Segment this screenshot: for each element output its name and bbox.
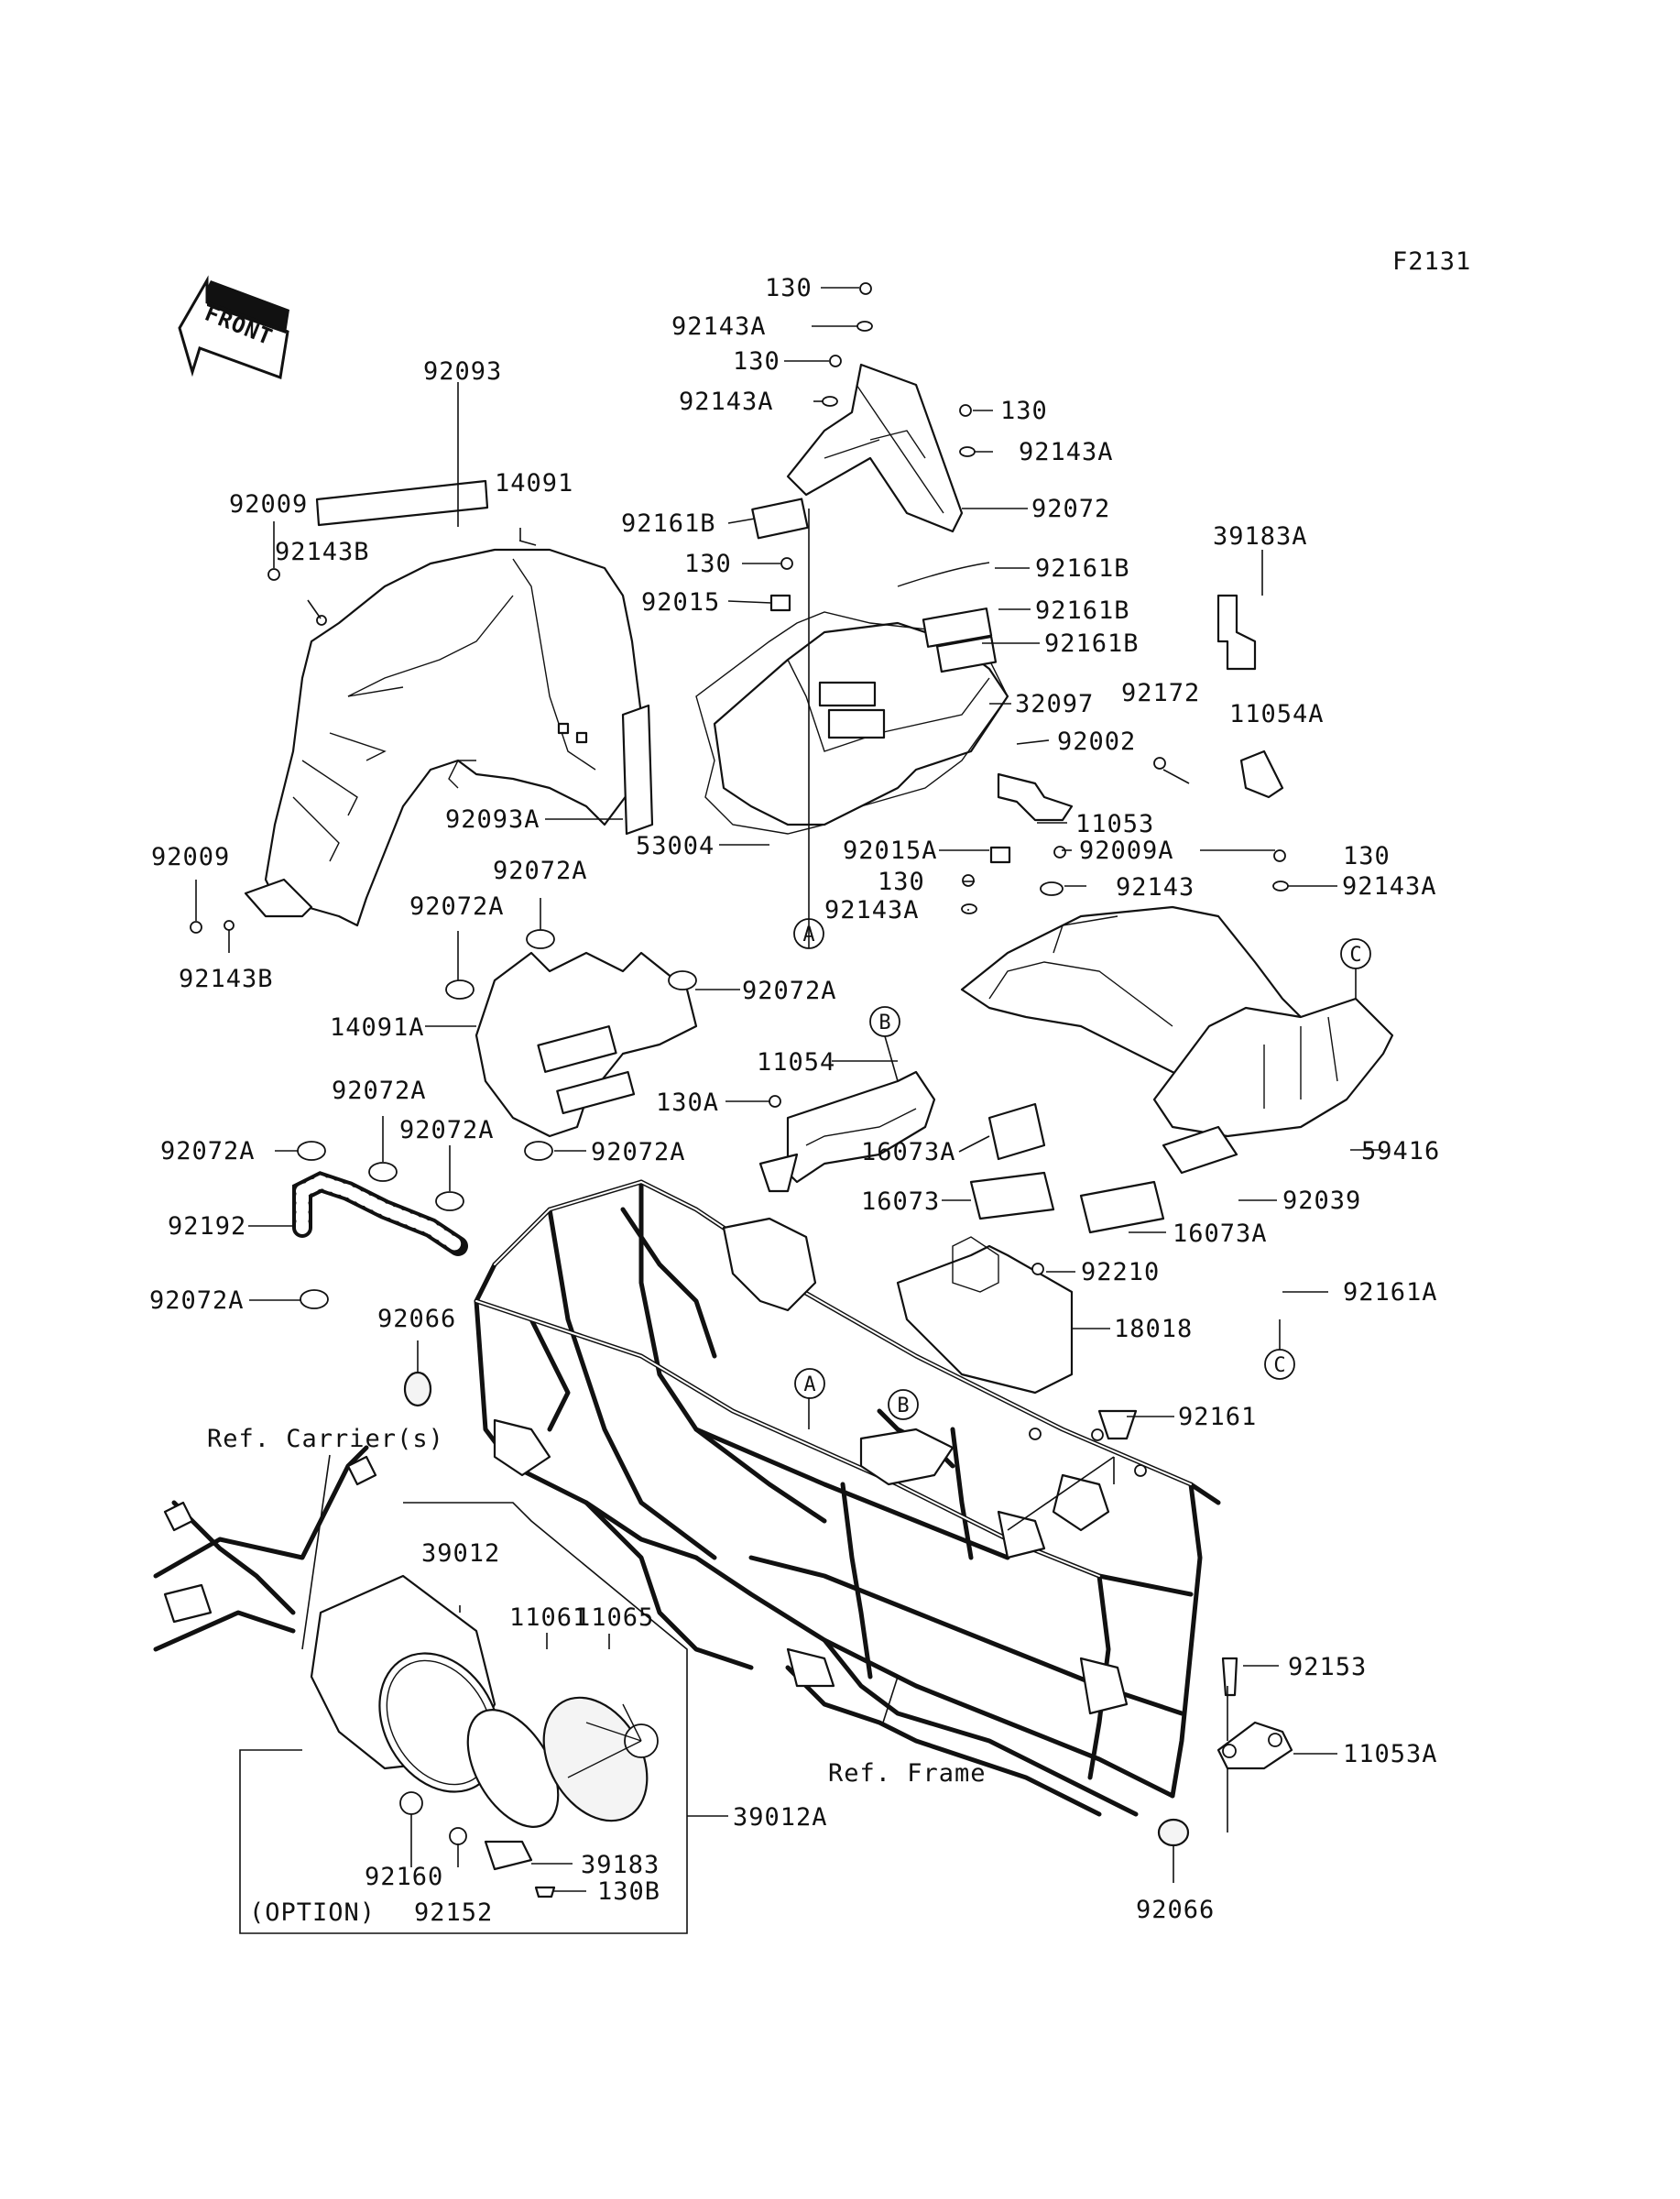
part-label: 92066 — [377, 1305, 456, 1333]
part-label: 92002 — [1057, 728, 1136, 756]
part-label: 92015A — [843, 837, 938, 865]
part-label: 39012A — [733, 1803, 828, 1832]
part-label: 92161B — [1044, 629, 1140, 658]
part-label: 130B — [597, 1877, 660, 1906]
skid-plate — [896, 1236, 1074, 1395]
part-label: 16073A — [861, 1138, 956, 1166]
clamp-bracket — [758, 1070, 936, 1193]
part-label: 92143A — [1019, 438, 1114, 466]
figure-code: F2131 — [1392, 247, 1471, 276]
part-label: 92093 — [423, 357, 502, 386]
option-note: (OPTION) — [249, 1898, 376, 1927]
part-label: 92015 — [641, 588, 720, 617]
part-label: 92072A — [409, 892, 505, 921]
vehicle-frame — [474, 1179, 1221, 1817]
fender-guard-assembly — [190, 479, 654, 934]
carrier-reference — [153, 1445, 377, 1652]
rear-fender-assembly — [960, 594, 1394, 1138]
part-label: 11053 — [1075, 810, 1154, 838]
part-label: 92009A — [1079, 837, 1174, 865]
part-label: 18018 — [1114, 1315, 1193, 1343]
engine-mount-bracket — [1216, 1657, 1293, 1770]
callout-a-frame: A — [794, 1368, 825, 1399]
part-label: 92072A — [493, 857, 588, 885]
part-label: 130 — [878, 868, 925, 896]
part-label: 16073A — [1173, 1220, 1268, 1248]
part-label: 130 — [1343, 842, 1391, 870]
part-label: 130A — [656, 1089, 719, 1117]
part-label: 14091A — [330, 1013, 425, 1042]
part-label: 92072 — [1031, 495, 1110, 523]
part-labels: 130 92143A 130 92143A 130 92143A 92072 9… — [149, 274, 1440, 1927]
svg-text:A: A — [803, 1373, 815, 1396]
carrier-reference-note: Ref. Carrier(s) — [207, 1425, 444, 1453]
frame-reference-note: Ref. Frame — [828, 1759, 987, 1788]
part-label: 130 — [765, 274, 813, 302]
part-label: 92161B — [621, 509, 716, 538]
svg-text:B: B — [897, 1395, 909, 1417]
part-label: 92161A — [1343, 1278, 1438, 1307]
part-label: 92072A — [399, 1116, 495, 1144]
heat-guard-pads — [969, 1102, 1238, 1234]
part-label: 92161B — [1035, 596, 1130, 625]
part-label: 11061 — [509, 1603, 588, 1632]
svg-text:C: C — [1349, 944, 1361, 967]
part-label: 92160 — [365, 1863, 443, 1891]
part-label: 92009 — [151, 843, 230, 871]
part-label: 92143A — [1342, 872, 1437, 901]
part-label: 92172 — [1121, 679, 1200, 707]
part-label: 11054A — [1229, 700, 1325, 728]
part-label: 130 — [1000, 397, 1048, 425]
part-label: 92066 — [1136, 1896, 1215, 1924]
option-box — [239, 1502, 688, 1934]
part-label: 92161 — [1178, 1403, 1257, 1431]
front-arrow-icon: FRONT — [178, 275, 289, 380]
part-label: 14091 — [495, 469, 573, 498]
part-label: 39183A — [1213, 522, 1308, 551]
part-label: 92152 — [414, 1898, 493, 1927]
part-label: 130 — [733, 347, 780, 376]
part-label: 39012 — [421, 1539, 500, 1568]
part-label: 92072A — [742, 977, 837, 1005]
part-label: 92009 — [229, 490, 308, 519]
callout-c-right: C — [1264, 1349, 1295, 1380]
part-label: 92192 — [168, 1212, 246, 1241]
part-label: 92143A — [671, 312, 767, 341]
part-label: 92143 — [1116, 873, 1195, 902]
part-label: 92161B — [1035, 554, 1130, 583]
part-label: 92072A — [591, 1138, 686, 1166]
part-label: 39183 — [581, 1851, 660, 1879]
callout-b-top: B — [869, 1006, 900, 1037]
part-label: 92143B — [275, 538, 370, 566]
hose-clips — [297, 929, 697, 1309]
leader-lines — [195, 287, 1383, 1892]
svg-text:B: B — [878, 1012, 890, 1034]
callout-b-frame: B — [888, 1389, 919, 1420]
part-label: 32097 — [1015, 690, 1094, 718]
callout-c-top: C — [1340, 938, 1371, 969]
part-label: 92143B — [179, 965, 274, 993]
part-label: 11065 — [575, 1603, 654, 1632]
part-label: 11054 — [757, 1048, 835, 1077]
battery-tray-assembly — [695, 282, 1009, 835]
breather-hose — [292, 1171, 468, 1256]
part-label: 92143A — [679, 388, 774, 416]
part-label: 92039 — [1282, 1187, 1361, 1215]
part-label: 92093A — [445, 805, 540, 834]
part-label: 11053A — [1343, 1740, 1438, 1768]
part-label: 59416 — [1361, 1137, 1440, 1165]
lower-panel — [475, 951, 698, 1138]
part-label: 92210 — [1081, 1258, 1160, 1286]
rubber-bushings — [403, 1371, 1190, 1847]
svg-text:C: C — [1273, 1354, 1285, 1377]
part-label: 92153 — [1288, 1653, 1367, 1681]
part-label: 92072A — [332, 1077, 427, 1105]
part-label: 92143A — [824, 896, 920, 924]
part-label: 130 — [684, 550, 732, 578]
part-label: 53004 — [636, 832, 715, 860]
part-label: 92072A — [160, 1137, 256, 1165]
part-label: 16073 — [861, 1187, 940, 1216]
part-label: 92072A — [149, 1286, 245, 1315]
